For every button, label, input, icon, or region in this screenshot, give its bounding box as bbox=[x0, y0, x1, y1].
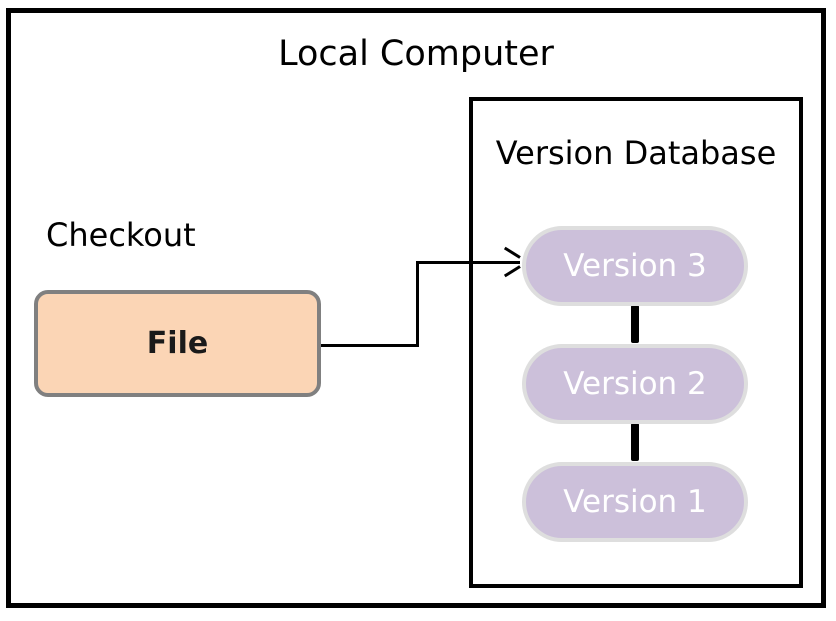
version-pill-1-label: Version 1 bbox=[563, 484, 707, 520]
version-pill-1: Version 1 bbox=[522, 462, 748, 542]
version-database-container: Version Database Version 3 Version 2 Ver… bbox=[469, 97, 803, 588]
version-pill-2: Version 2 bbox=[522, 344, 748, 424]
checkout-label: Checkout bbox=[46, 216, 196, 254]
connector-segment-vertical bbox=[416, 261, 419, 347]
local-computer-title: Local Computer bbox=[278, 34, 554, 74]
version-link-3-to-2 bbox=[631, 305, 639, 343]
file-box-label: File bbox=[146, 326, 209, 361]
version-pill-3: Version 3 bbox=[522, 226, 748, 306]
version-pill-2-label: Version 2 bbox=[563, 366, 707, 402]
connector-segment-horizontal-upper bbox=[416, 261, 520, 264]
version-database-title: Version Database bbox=[495, 134, 777, 172]
file-box: File bbox=[34, 290, 321, 397]
version-link-2-to-1 bbox=[631, 423, 639, 461]
connector-segment-horizontal-lower bbox=[319, 344, 419, 347]
version-pill-3-label: Version 3 bbox=[563, 248, 707, 284]
connector-arrowhead-icon bbox=[502, 253, 520, 271]
